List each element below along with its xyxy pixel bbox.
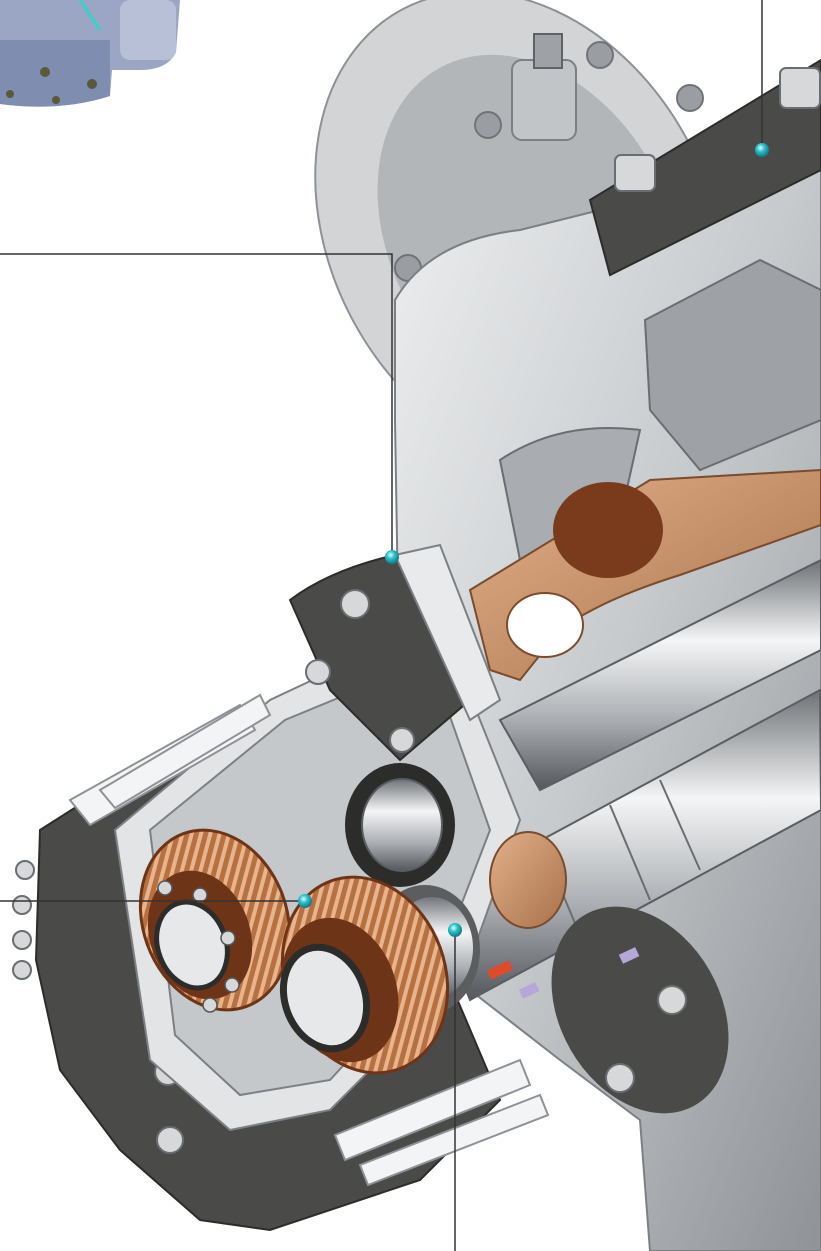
bearing-housing (288, 543, 502, 887)
callout-layer (0, 0, 769, 1251)
callout-bearing-housing (0, 253, 399, 564)
bronze-bracket (468, 468, 821, 682)
callout-dot (385, 550, 399, 564)
callout-bearing-sleeve (448, 923, 462, 1251)
gear-back (138, 828, 292, 1013)
callout-top-right-cover (755, 0, 769, 157)
inset-pump-thumbnail (0, 0, 180, 107)
callout-dot (448, 923, 462, 937)
callout-dot (755, 143, 769, 157)
callout-gear-set (0, 894, 312, 908)
gear-front (279, 875, 450, 1075)
seal-components (487, 947, 640, 999)
lower-flange (551, 906, 729, 1114)
callout-dot (298, 894, 312, 908)
gear-set (138, 828, 450, 1075)
leader-line (0, 253, 393, 557)
